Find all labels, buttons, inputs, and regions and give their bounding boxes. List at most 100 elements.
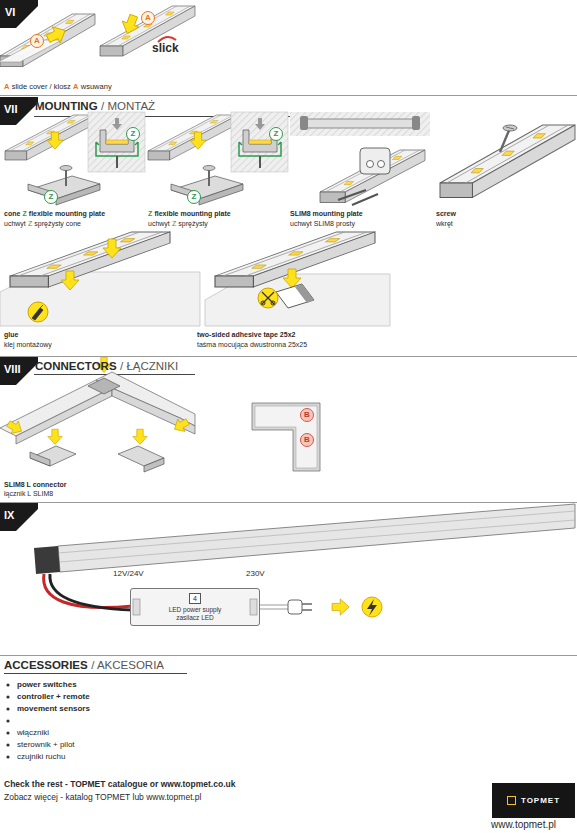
node-text: zasilacz LED	[176, 614, 214, 622]
slim8-mounting-illustration	[412, 116, 420, 130]
rule-line	[0, 96, 577, 674]
caption-text: SLIM8 mounting plate	[290, 210, 363, 217]
glue-mounting-illustration	[103, 239, 121, 258]
caption-text: sprężysty	[178, 220, 208, 227]
caption-text: sprężysty cone	[34, 220, 81, 227]
slide-cover-illustration	[100, 6, 195, 56]
text-line: www.topmet.pl	[491, 819, 556, 831]
caption-text: Z	[172, 220, 176, 227]
caption-text: A	[4, 82, 9, 91]
l-connector-illustration	[144, 458, 164, 472]
voltage-label: 230V	[246, 569, 265, 578]
power-wiring-illustration	[130, 588, 260, 626]
list-bullet	[6, 731, 9, 734]
section-heading: / MONTAŻ	[101, 100, 155, 112]
caption-text: uchwyt	[148, 220, 170, 227]
slim8-mounting-illustration	[360, 148, 390, 174]
text-line: łącznik L SLIM8	[4, 490, 53, 498]
section-number: IX	[4, 509, 14, 521]
section-number: VIII	[4, 363, 21, 375]
list-item: włączniki	[17, 728, 49, 737]
l-connector-illustration	[5, 417, 25, 437]
section-badge	[0, 0, 38, 28]
power-wiring-illustration	[302, 609, 312, 611]
list-bullet	[6, 683, 9, 758]
glue-mounting-illustration	[32, 305, 43, 320]
caption-text: flexible mounting plate	[154, 210, 230, 217]
slim8-mounting-illustration	[367, 161, 374, 168]
caption-text: klej montażowy	[4, 341, 52, 348]
glue-mounting-illustration	[10, 232, 170, 287]
section-number: VII	[4, 103, 17, 115]
callout-letter: B	[300, 433, 314, 447]
text-line: controller + remote	[17, 692, 90, 702]
corner-scheme	[252, 403, 320, 471]
callout-letter: Z	[187, 190, 201, 204]
power-wiring-illustration	[34, 546, 60, 574]
slide-cover-illustration	[44, 22, 69, 47]
list-item: power switches	[17, 680, 77, 689]
section-badge	[0, 0, 38, 531]
text-line: slick	[152, 41, 179, 55]
cone-z-mounting-illustration	[5, 112, 145, 205]
footer-note: Check the rest - TOPMET catalogue or www…	[4, 779, 235, 789]
text-line: włączniki	[17, 728, 49, 738]
section-heading: CONNECTORS	[35, 360, 117, 372]
caption-text: SLIM8 L connector	[4, 481, 67, 488]
callout-letter: B	[300, 408, 314, 422]
text-line: coneZflexible mounting plate	[4, 210, 105, 218]
l-connector-illustration	[16, 388, 112, 444]
website-url: www.topmet.pl	[491, 819, 556, 830]
text-line: movement sensors	[17, 704, 90, 714]
text-line: SLIM8 mounting plate	[290, 210, 363, 218]
tape-mounting-illustration	[215, 232, 375, 287]
power-wiring-illustration	[58, 511, 575, 553]
callout-letter: Z	[44, 190, 58, 204]
text-line: wkręt	[436, 220, 453, 228]
text-line: screw	[436, 210, 456, 218]
section-heading: / ŁĄCZNIKI	[120, 360, 178, 372]
corner-scheme	[252, 403, 320, 471]
tape-mounting-illustration	[271, 301, 275, 305]
list-item: czujniki ruchu	[17, 752, 65, 761]
slim8-mounting-illustration	[305, 119, 415, 128]
caption-text: cone	[4, 210, 20, 217]
device-number: 4	[189, 593, 201, 604]
corner-scheme	[255, 406, 317, 468]
caption-text: uchwyt	[4, 220, 26, 227]
slim8-mounting-illustration	[290, 112, 430, 136]
slim8-mounting-illustration	[290, 112, 430, 205]
caption-text: slide cover / klosz	[12, 82, 71, 91]
z-mounting-illustration	[148, 112, 288, 205]
tape-mounting-illustration	[295, 284, 314, 303]
rule-line	[0, 356, 577, 357]
text-line: uchwytZsprężysty	[148, 220, 208, 228]
callout-letter: A	[141, 11, 155, 25]
list-bullet	[6, 707, 9, 710]
l-connector-illustration	[0, 357, 195, 472]
list-item: controller + remote	[17, 692, 90, 701]
brand-logo: slick	[152, 41, 179, 55]
text-line: SLIM8 L connector	[4, 481, 67, 489]
section-heading: ACCESSORIES	[4, 659, 88, 671]
power-wiring-illustration	[332, 599, 349, 615]
list-item: sterownik + pilot	[17, 740, 75, 749]
screw-mounting-illustration	[500, 128, 510, 152]
logo-icon	[507, 796, 516, 805]
callout-letter: A	[30, 34, 44, 48]
caption-text: wkręt	[436, 220, 453, 227]
screw-mounting-illustration	[440, 125, 575, 198]
power-wiring-illustration	[362, 597, 382, 617]
l-connector-illustration	[48, 429, 62, 444]
callout-letter: Z	[269, 127, 283, 141]
slim8-mounting-illustration	[352, 194, 378, 205]
text-line: Zflexible mounting plate	[148, 210, 231, 218]
caption-text: taśma mocująca dwustronna 25x25	[197, 341, 307, 348]
power-wiring-illustration	[302, 603, 312, 605]
text-line: klej montażowy	[4, 341, 52, 349]
list-item: movement sensors	[17, 704, 90, 713]
slide-cover-illustration	[119, 13, 142, 37]
text-line: ACCESSORIES/ AKCESORIA	[4, 659, 164, 673]
power-wiring-illustration	[50, 574, 133, 610]
